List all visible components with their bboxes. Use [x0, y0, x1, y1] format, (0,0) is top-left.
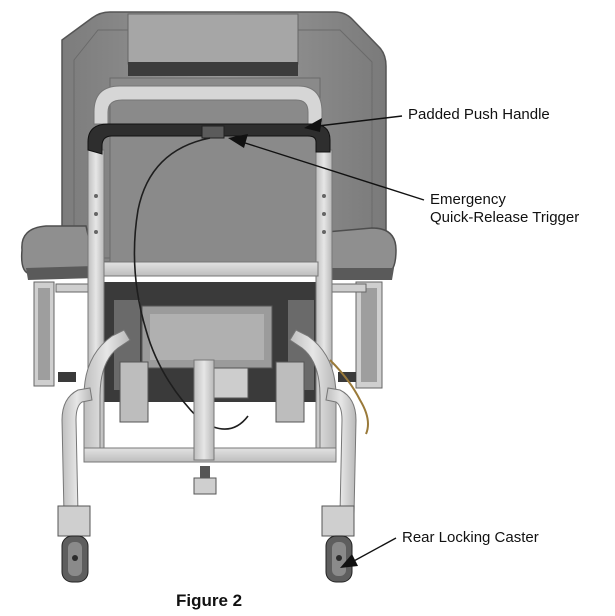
rear-locking-caster	[321, 505, 355, 583]
callout-label-trigger-line2: Quick-Release Trigger	[430, 209, 580, 226]
callout-label-release-trigger: Emergency Quick-Release Trigger	[430, 191, 579, 227]
callout-arrow-caster	[340, 537, 397, 568]
callout-label-trigger-line1: Emergency	[430, 191, 506, 208]
caster-left	[57, 505, 91, 583]
figure-caption: Figure 2	[176, 591, 243, 610]
callout-arrow-push-handle	[304, 115, 403, 132]
base-frame	[61, 329, 357, 515]
armrest-left	[20, 225, 97, 387]
armrest-right	[325, 227, 397, 389]
padded-push-handle	[87, 123, 331, 155]
callout-label-push-handle: Padded Push Handle	[408, 106, 550, 123]
callout-label-rear-caster: Rear Locking Caster	[402, 529, 539, 546]
callout-arrow-trigger	[228, 134, 425, 201]
